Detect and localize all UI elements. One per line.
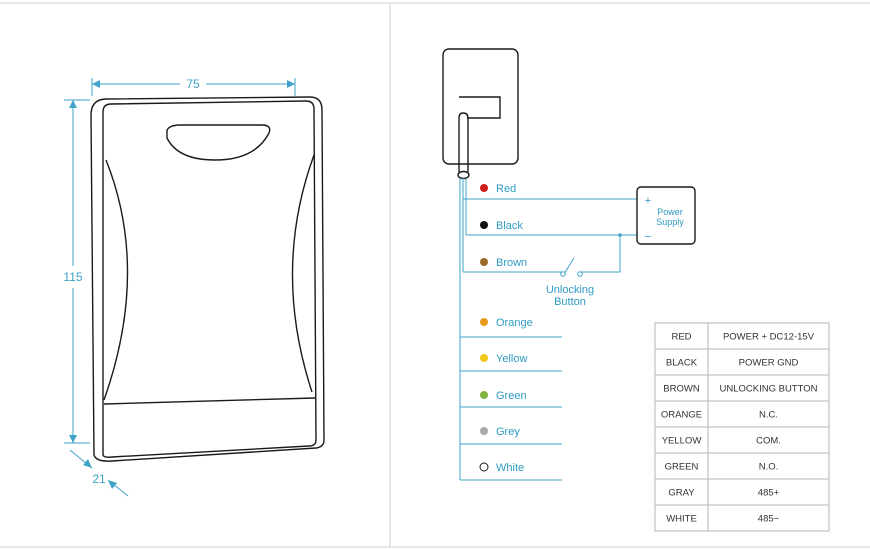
device-left-curve	[103, 159, 129, 401]
depth-arrow-upper	[83, 459, 92, 468]
table-cell-function: N.C.	[759, 410, 778, 421]
device-drawing	[90, 96, 325, 462]
table-cell-color: ORANGE	[661, 410, 702, 421]
table-cell-function: POWER + DC12-15V	[723, 332, 815, 343]
unlock-button-label-line2: Button	[554, 296, 586, 308]
reader-cable-end	[457, 170, 470, 180]
wire-yellow-dot	[480, 354, 488, 362]
dimension-lines	[64, 78, 296, 497]
wire-brown-label: Brown	[496, 257, 527, 269]
height-arrow-top	[69, 100, 77, 108]
reader-unit	[442, 48, 519, 180]
table-cell-color: BLACK	[666, 358, 698, 369]
depth-arrow-lower	[108, 480, 117, 489]
wire-color-table: RED POWER + DC12-15V BLACK POWER GND BRO…	[654, 322, 830, 532]
unlock-switch-contact-b	[577, 271, 583, 277]
unlock-switch-lever	[563, 257, 575, 275]
wire-brown-route-b	[580, 235, 621, 273]
width-arrow-right	[287, 80, 295, 88]
wire-orange-dot	[480, 318, 488, 326]
dimension-width-label: 75	[186, 77, 200, 91]
wire-grey-label: Grey	[496, 426, 520, 438]
height-arrow-bottom	[69, 435, 77, 443]
reader-inner-window	[459, 96, 501, 119]
wire-green-label: Green	[496, 390, 527, 402]
wire-brown-dot	[480, 258, 488, 266]
device-back-outline	[90, 96, 325, 462]
table-cell-function: UNLOCKING BUTTON	[719, 384, 817, 395]
table-cell-color: WHITE	[666, 514, 697, 525]
wire-red-dot	[480, 184, 488, 192]
unlock-button-label-line1: Unlocking	[546, 284, 594, 296]
device-top-window	[166, 124, 271, 161]
wire-green-dot	[480, 391, 488, 399]
power-supply-plus: +	[645, 195, 651, 207]
device-front-face	[102, 100, 317, 458]
wiring-lines	[459, 178, 637, 481]
reader-body	[442, 48, 519, 165]
table-cell-function: 485+	[758, 488, 780, 499]
table-cell-color: GREEN	[665, 462, 699, 473]
table-cell-function: N.O.	[759, 462, 779, 473]
reader-cable-sleeve	[458, 112, 469, 172]
dimension-depth-label: 21	[92, 472, 106, 486]
wire-black-label: Black	[496, 220, 523, 232]
dimension-height-label: 115	[63, 270, 82, 284]
device-right-curve	[291, 154, 315, 393]
wire-white-label: White	[496, 462, 524, 474]
wire-black-dot	[480, 221, 488, 229]
junction-dot	[618, 233, 622, 237]
wire-yellow-label: Yellow	[496, 353, 527, 365]
power-supply-label-line1: Power	[657, 207, 683, 217]
table-cell-color: RED	[671, 332, 691, 343]
unlock-switch-contact-a	[560, 271, 566, 277]
power-supply-label-line2: Supply	[656, 217, 684, 227]
wire-grey-dot	[480, 427, 488, 435]
table-cell-color: BROWN	[663, 384, 700, 395]
device-bottom-edge	[103, 397, 316, 405]
wire-red-label: Red	[496, 183, 516, 195]
width-arrow-left	[92, 80, 100, 88]
table-cell-function: COM.	[756, 436, 781, 447]
power-supply-minus: −	[645, 231, 651, 243]
wire-white-dot	[479, 462, 489, 472]
table-cell-function: POWER GND	[739, 358, 799, 369]
power-supply-box	[636, 186, 696, 245]
table-cell-function: 485−	[758, 514, 780, 525]
wire-orange-label: Orange	[496, 317, 533, 329]
table-cell-color: YELLOW	[662, 436, 702, 447]
table-cell-color: GRAY	[668, 488, 695, 499]
